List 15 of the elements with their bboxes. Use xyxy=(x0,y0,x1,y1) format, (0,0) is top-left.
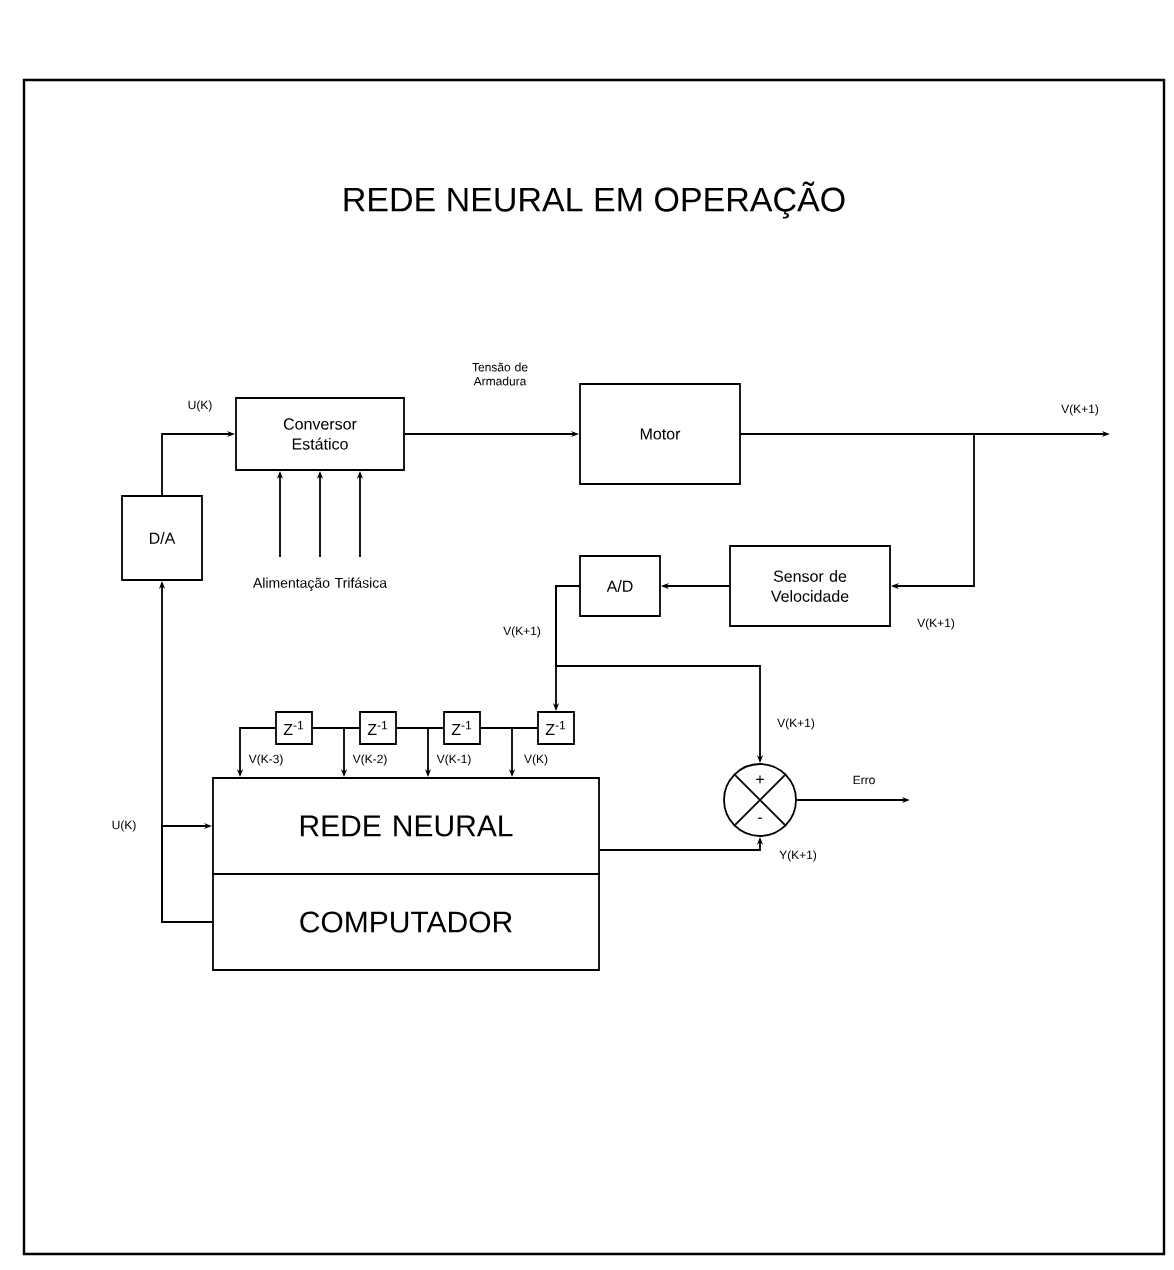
block-box: REDE NEURAL xyxy=(212,777,600,875)
block-box: Conversor Estático xyxy=(235,397,405,471)
block-box: Sensor de Velocidade xyxy=(729,545,891,627)
connector xyxy=(740,433,975,590)
delay-box: Z$^{-1}$ xyxy=(275,711,313,745)
summing-junction: + - xyxy=(723,763,797,837)
block-box: D/A xyxy=(121,495,203,581)
delay-box: Z$^{-1}$ xyxy=(443,711,481,745)
delay-box: Z$^{-1}$ xyxy=(537,711,575,745)
block-box: Motor xyxy=(579,383,741,485)
connector xyxy=(161,822,213,923)
title: REDE NEURAL EM OPERAÇÃO xyxy=(344,181,845,219)
block-box: A/D xyxy=(579,555,661,617)
block-box: COMPUTADOR xyxy=(212,873,600,971)
delay-box: Z$^{-1}$ xyxy=(359,711,397,745)
